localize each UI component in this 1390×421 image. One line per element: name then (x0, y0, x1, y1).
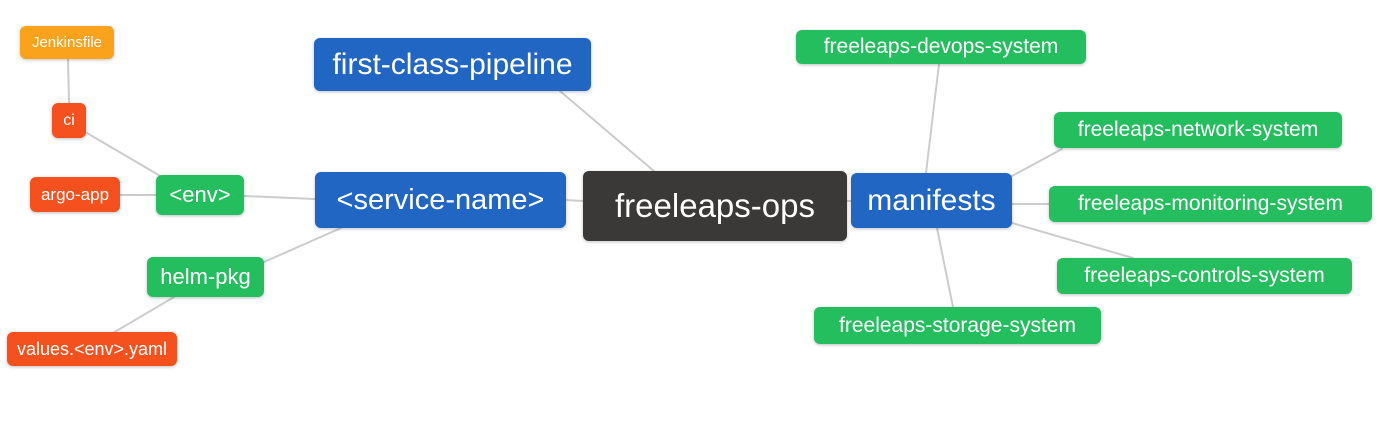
node-freeleaps-ops[interactable]: freeleaps-ops (583, 171, 847, 241)
edge-first-class-pipeline-to-freeleaps-ops (559, 90, 656, 173)
edge-manifests-to-freeleaps-storage-system (936, 227, 954, 308)
node-label: values.<env>.yaml (16, 338, 168, 359)
node-label: argo-app (40, 184, 110, 204)
node-env[interactable]: <env> (156, 175, 244, 215)
node-label: freeleaps-devops-system (823, 35, 1059, 58)
node-label: freeleaps-storage-system (839, 313, 1076, 337)
node-label: ci (63, 111, 75, 129)
node-freeleaps-controls-system[interactable]: freeleaps-controls-system (1057, 258, 1352, 294)
edge-ci-to-env (86, 132, 163, 178)
node-label: freeleaps-monitoring-system (1078, 192, 1343, 215)
edge-values-env-yaml-to-helm-pkg (112, 296, 175, 334)
node-helm-pkg[interactable]: helm-pkg (147, 257, 264, 297)
edge-manifests-to-freeleaps-devops-system (925, 63, 940, 174)
node-freeleaps-monitoring-system[interactable]: freeleaps-monitoring-system (1049, 186, 1372, 222)
node-ci[interactable]: ci (52, 103, 86, 138)
node-values-env-yaml[interactable]: values.<env>.yaml (7, 332, 177, 366)
node-label: manifests (867, 183, 996, 217)
node-label: first-class-pipeline (332, 47, 573, 81)
node-label: <env> (169, 182, 231, 207)
node-service-name[interactable]: <service-name> (315, 172, 566, 228)
edge-manifests-to-freeleaps-network-system (1011, 148, 1063, 177)
node-label: freeleaps-controls-system (1084, 264, 1325, 287)
node-first-class-pipeline[interactable]: first-class-pipeline (314, 38, 591, 91)
node-manifests[interactable]: manifests (851, 173, 1012, 228)
node-label: freeleaps-ops (615, 187, 815, 224)
node-label: <service-name> (336, 183, 545, 216)
node-label: Jenkinsfile (31, 34, 103, 51)
node-label: freeleaps-network-system (1077, 118, 1319, 141)
edge-env-to-service-name (243, 195, 316, 200)
node-jenkinsfile[interactable]: Jenkinsfile (20, 26, 114, 59)
edge-service-name-to-freeleaps-ops (565, 199, 584, 202)
node-freeleaps-storage-system[interactable]: freeleaps-storage-system (814, 307, 1101, 344)
node-freeleaps-network-system[interactable]: freeleaps-network-system (1054, 112, 1342, 148)
node-freeleaps-devops-system[interactable]: freeleaps-devops-system (796, 30, 1086, 64)
edge-jenkinsfile-to-ci (67, 58, 70, 104)
node-label: helm-pkg (160, 264, 251, 289)
node-argo-app[interactable]: argo-app (30, 177, 120, 212)
edge-manifests-to-freeleaps-controls-system (1011, 222, 1134, 259)
edge-helm-pkg-to-service-name (263, 227, 342, 263)
